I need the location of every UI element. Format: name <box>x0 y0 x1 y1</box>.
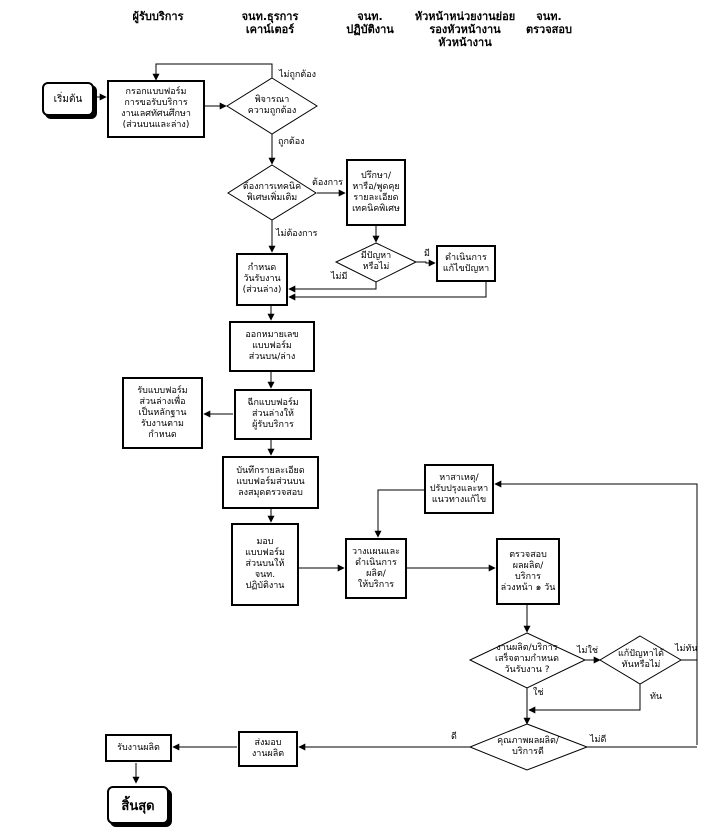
inspect-box: ตรวจสอบ ผลผลิต/ บริการ ล่วงหน้า ๑ วัน <box>496 538 560 605</box>
tear-form-box: ฉีกแบบฟอร์ม ส่วนล่างให้ ผู้รับบริการ <box>234 389 312 440</box>
diamond-need-tech <box>227 164 317 221</box>
deliver-box: ส่งมอบ งานผลิต <box>238 731 298 767</box>
edge-right-loop <box>494 480 698 745</box>
label-in-time: ทัน <box>650 692 663 702</box>
lane-header-service-user: ผู้รับบริการ <box>132 10 184 23</box>
diamond-check-correct <box>226 77 318 135</box>
edge-fix-intime <box>528 684 641 714</box>
find-cause-box: หาสาเหตุ/ ปรับปรุงและหา แนวทางแก้ไข <box>424 464 494 514</box>
has-problem-text: มีปัญหา หรือไม่ <box>360 251 392 272</box>
receive-output-box: รับงานผลิต <box>105 734 172 762</box>
lane-header-operator: จนท. ปฏิบัติงาน <box>346 10 394 36</box>
on-time-text: งานผลิต/บริการ เสร็จตามกำหนด วันรับงาน ? <box>495 643 559 675</box>
diamond-quality <box>468 723 589 771</box>
receive-form-box: รับแบบฟอร์ม ส่วนล่างเพื่อ เป็นหลักฐาน รั… <box>122 377 203 449</box>
check-correct-text: พิจารณา ความถูกต้อง <box>247 95 297 116</box>
fix-in-time-text: แก้ปัญหาได้ ทันหรือไม่ <box>618 649 664 670</box>
fill-form-box: กรอกแบบฟอร์ม การขอรับบริการ งานเลศทัศนศึ… <box>107 80 205 138</box>
lane-header-inspector: จนท. ตรวจสอบ <box>526 10 572 36</box>
label-good: ดี <box>451 732 457 742</box>
diamond-on-time <box>468 632 587 689</box>
record-box: บันทึกรายละเอียด แบบฟอร์มส่วนบน ลงสมุดตร… <box>222 456 319 509</box>
label-correct: ถูกต้อง <box>278 137 305 147</box>
label-need: ต้องการ <box>312 178 343 188</box>
start-terminal: เริ่มต้น <box>42 82 94 116</box>
consult-box: ปรึกษา/ หารือ/พูดคุย รายละเอียด เทคนิคพิ… <box>346 159 406 226</box>
edge-incorrect <box>152 63 273 81</box>
diamond-fix-in-time <box>599 635 682 685</box>
plan-box: วางแผนและ ดำเนินการ ผลิต/ ให้บริการ <box>345 538 407 599</box>
label-not-in-time: ไม่ทัน <box>675 644 698 654</box>
label-no-need: ไม่ต้องการ <box>276 229 318 239</box>
label-incorrect: ไม่ถูกต้อง <box>279 70 317 80</box>
edge-has-problem-yes <box>416 259 436 267</box>
need-tech-text: ต้องการเทคนิค พิเศษเพิ่มเติม <box>242 182 302 203</box>
label-not-good: ไม่ดี <box>590 735 607 745</box>
diamond-has-problem <box>334 242 418 283</box>
edge-cause-plan <box>374 489 424 538</box>
solve-box: ดำเนินการ แก้ไขปัญหา <box>436 245 496 282</box>
lane-header-counter-staff: จนท.ธุรการ เคาน์เตอร์ <box>241 10 299 36</box>
hand-over-box: มอบ แบบฟอร์ม ส่วนบนให้ จนท. ปฏิบัติงาน <box>231 523 299 606</box>
quality-text: คุณภาพผลผลิต/ บริการดี <box>497 736 559 757</box>
edge-has-problem-no <box>288 281 377 293</box>
set-date-box: กำหนด วันรับงาน (ส่วนล่าง) <box>236 253 288 306</box>
label-done: ใช่ <box>533 688 544 698</box>
label-no-has: ไม่มี <box>331 272 348 282</box>
lane-header-unit-head: หัวหน้าหน่วยงานย่อย รองหัวหน้างาน หัวหน้… <box>414 10 516 49</box>
issue-number-box: ออกหมายเลข แบบฟอร์ม ส่วนบน/ล่าง <box>229 321 315 372</box>
label-not-done: ไม่ใช่ <box>577 646 598 656</box>
end-terminal: สิ้นสุด <box>107 786 169 824</box>
edge-solve-setdate <box>288 281 487 301</box>
label-has: มี <box>424 249 430 259</box>
